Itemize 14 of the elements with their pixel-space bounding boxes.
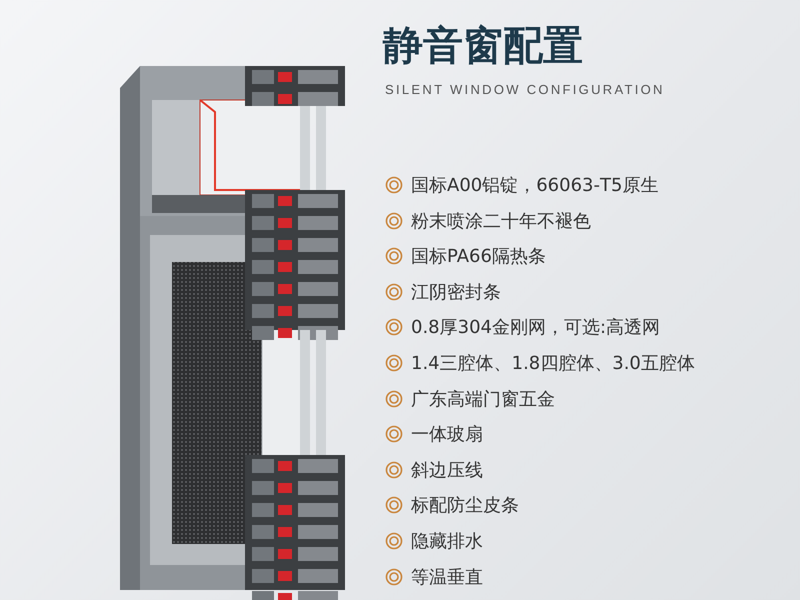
feature-text: 国标PA66隔热条: [411, 245, 546, 268]
feature-text: 斜边压线: [411, 458, 483, 482]
subtitle: SILENT WINDOW CONFIGURATION: [385, 82, 665, 97]
feature-text: 国标A00铝锭，66063-T5原生: [411, 174, 658, 197]
feature-text: 标配防尘皮条: [411, 494, 519, 518]
feature-text: 1.4三腔体、1.8四腔体、3.0五腔体: [411, 352, 695, 375]
feature-text: 0.8厚304金刚网，可选:高透网: [411, 316, 660, 340]
feature-text: 隐藏排水: [411, 530, 483, 553]
feature-text: 江阴密封条: [411, 280, 501, 304]
feature-text: 粉末喷涂二十年不褪色: [411, 210, 591, 233]
feature-text: 广东高端门窗五金: [411, 388, 555, 411]
title: 静音窗配置: [383, 22, 583, 70]
feature-text: 一体玻扇: [411, 423, 483, 446]
feature-text: 等温垂直: [411, 566, 483, 589]
